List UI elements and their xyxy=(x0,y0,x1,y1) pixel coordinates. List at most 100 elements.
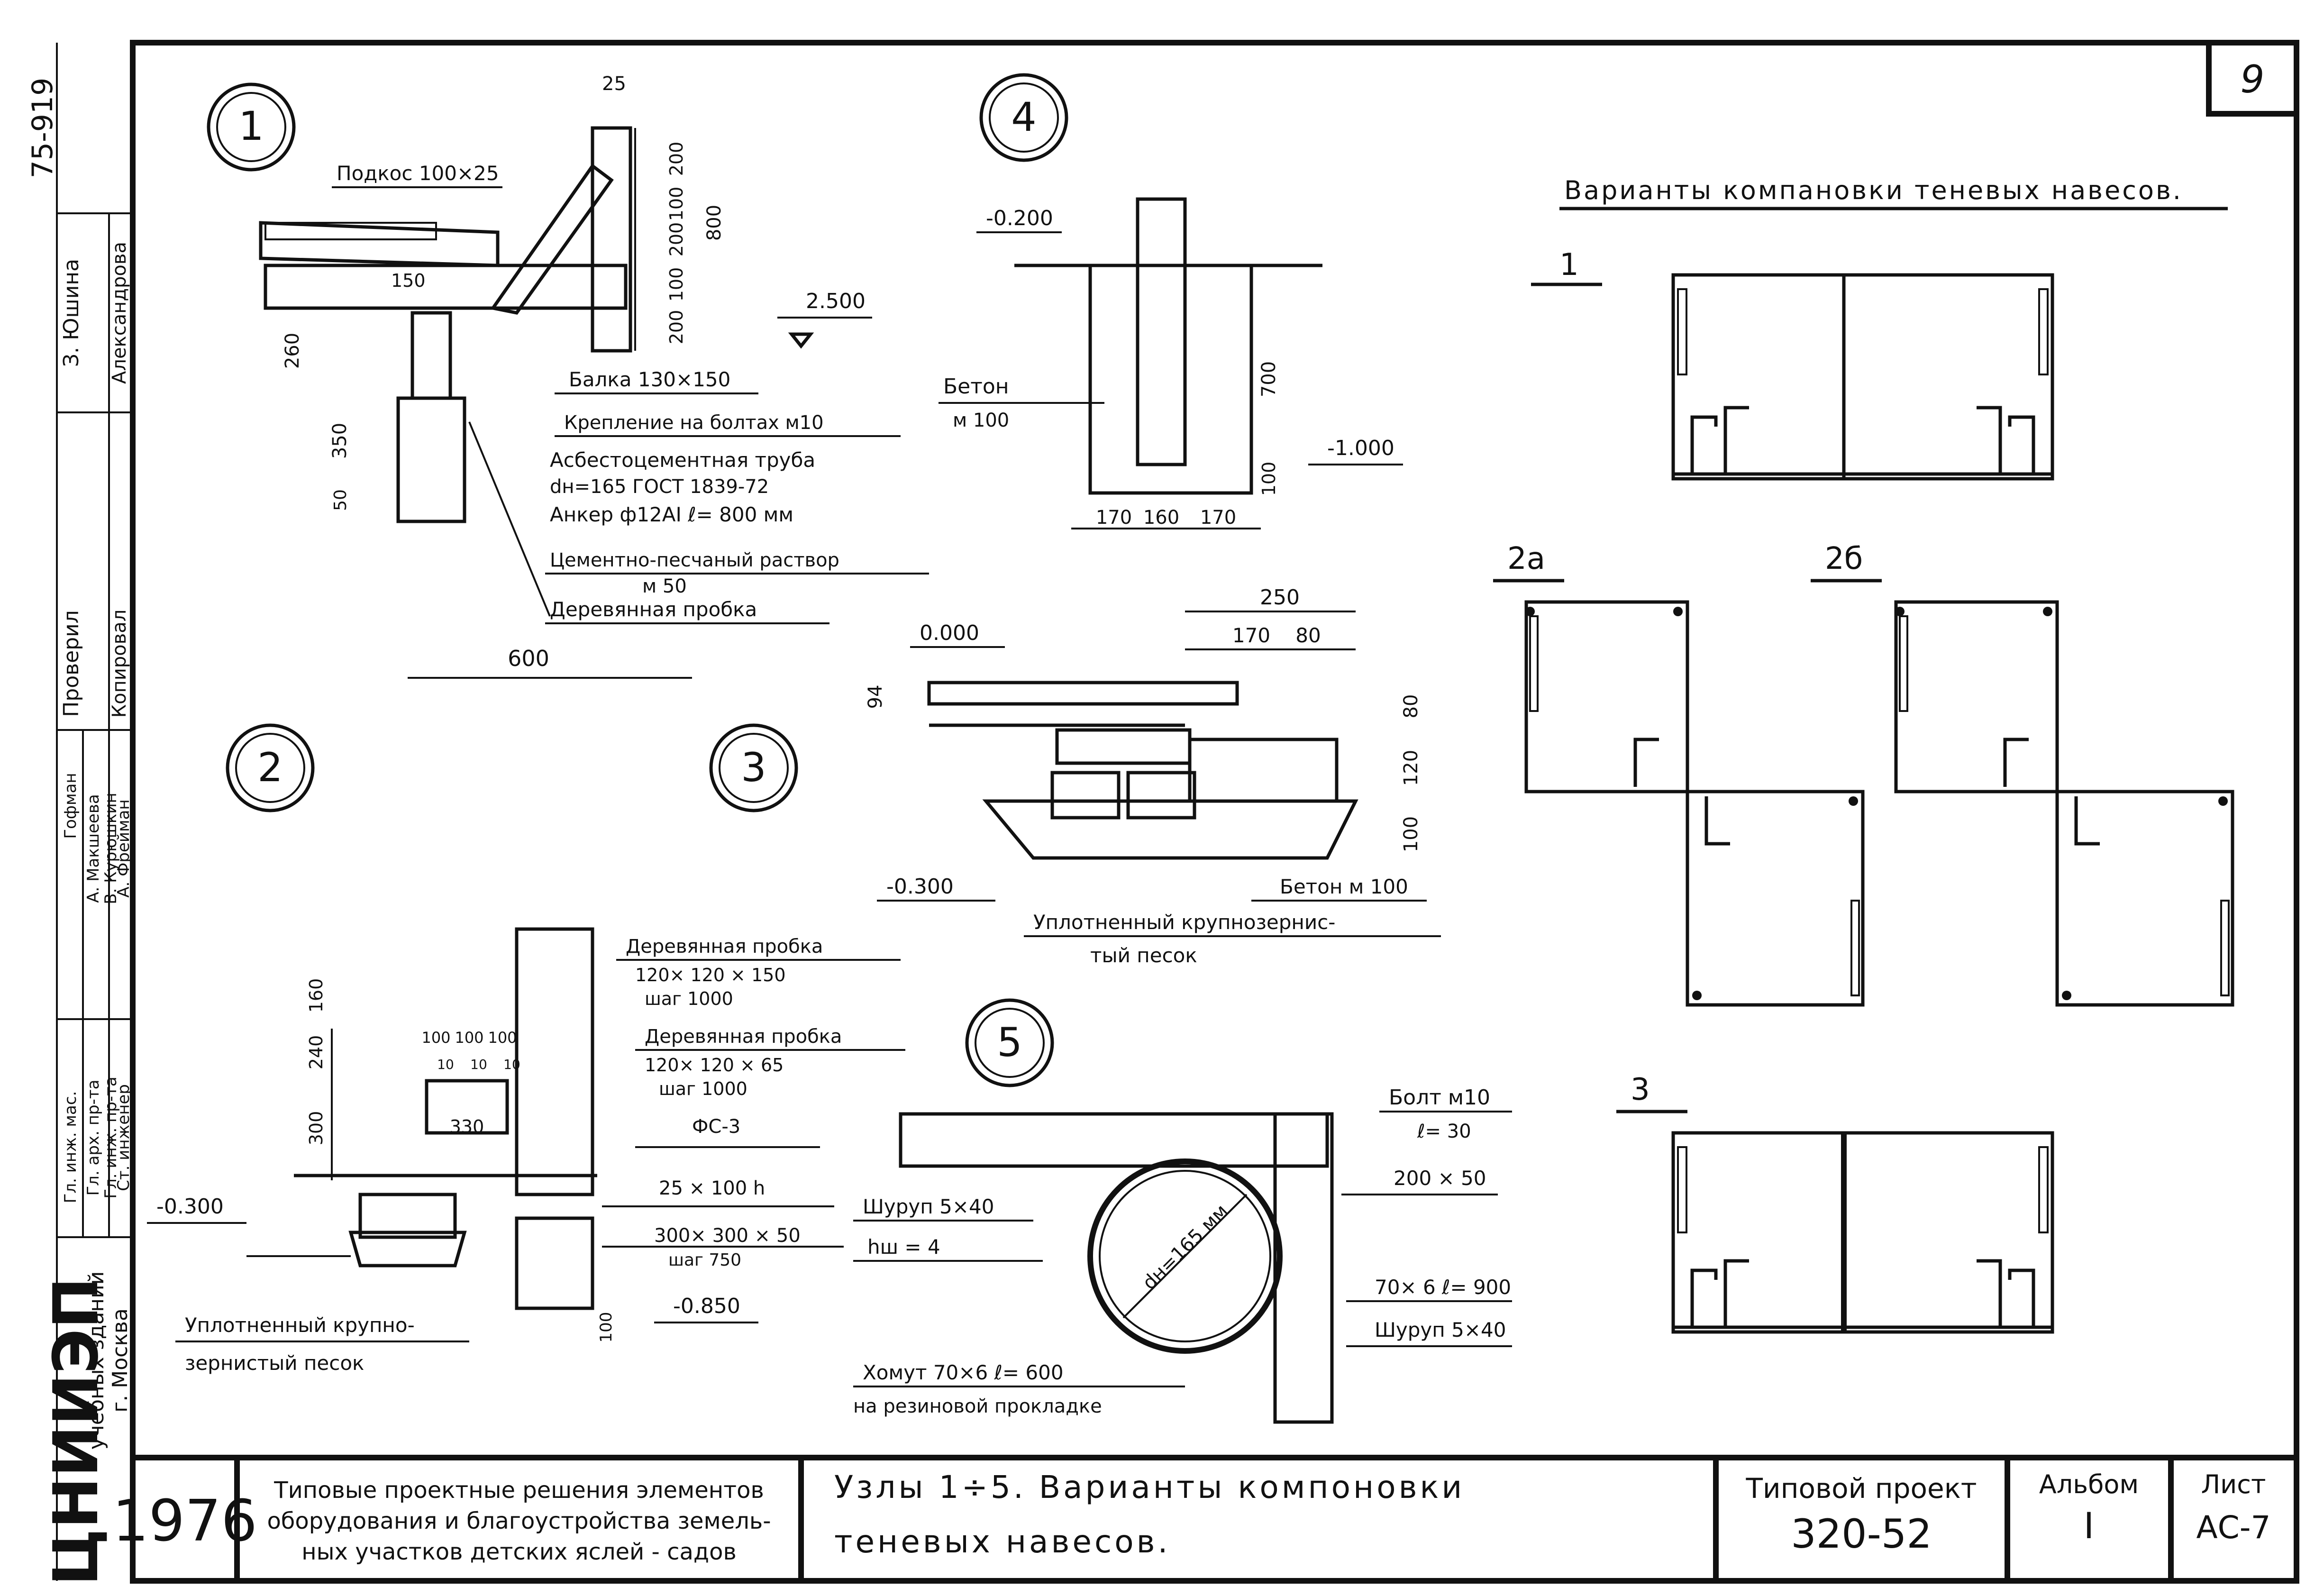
stamp-doc-number: 75-919 xyxy=(26,78,59,179)
project-number: 320-52 xyxy=(1791,1511,1932,1557)
svg-text:-0.850: -0.850 xyxy=(673,1294,740,1318)
stamp-name-checked: З. Юшина xyxy=(59,259,83,367)
svg-text:ФС-3: ФС-3 xyxy=(692,1116,740,1138)
svg-text:шаг 1000: шаг 1000 xyxy=(659,1078,747,1099)
svg-text:10: 10 xyxy=(437,1057,454,1072)
sheet-code: АС-7 xyxy=(2196,1509,2270,1546)
svg-text:Деревянная пробка: Деревянная пробка xyxy=(626,936,823,958)
svg-text:Бетон: Бетон xyxy=(943,374,1009,399)
stamp-role-3: Гл. инж. пр-та xyxy=(101,1076,120,1198)
drawing-title-line-1: Узлы 1÷5. Варианты компоновки xyxy=(834,1469,1465,1505)
svg-text:160: 160 xyxy=(306,978,327,1013)
svg-text:160: 160 xyxy=(1143,507,1179,529)
svg-text:2б: 2б xyxy=(1825,541,1863,576)
node-marker-1: 1 xyxy=(207,82,296,172)
svg-text:тый песок: тый песок xyxy=(1090,944,1197,967)
node-5-detail: dн=165 мм Болт м10 ℓ= 30 200 × 50 Шуруп … xyxy=(853,1085,1512,1424)
svg-text:120× 120 × 65: 120× 120 × 65 xyxy=(645,1055,784,1076)
description-line-3: ных участков детских яслей - садов xyxy=(301,1539,736,1565)
variant-2a-plan xyxy=(1524,600,1865,1007)
svg-text:dн=165 мм: dн=165 мм xyxy=(1139,1200,1232,1294)
svg-text:dн=165 ГОСТ 1839-72: dн=165 ГОСТ 1839-72 xyxy=(550,476,769,498)
svg-text:260: 260 xyxy=(282,333,303,369)
svg-text:Асбестоцементная труба: Асбестоцементная труба xyxy=(550,448,815,472)
album-value: I xyxy=(2084,1505,2094,1547)
svg-text:2.500: 2.500 xyxy=(806,289,866,313)
stamp-role-2: Гл. арх. пр-та xyxy=(84,1080,103,1196)
svg-text:200 × 50: 200 × 50 xyxy=(1394,1167,1486,1190)
svg-text:м 100: м 100 xyxy=(953,410,1009,431)
svg-text:80: 80 xyxy=(1400,694,1422,719)
stamp-name-4: А. Фрейман xyxy=(114,799,133,897)
node-4-detail: -0.200 -1.000 Бетон м 100 700 100 170 16… xyxy=(939,197,1403,529)
svg-text:50: 50 xyxy=(331,489,350,511)
stamp-institute-sub: учебных зданий xyxy=(84,1271,109,1450)
svg-text:700: 700 xyxy=(1258,361,1280,397)
svg-text:10: 10 xyxy=(503,1057,520,1072)
svg-text:100: 100 xyxy=(455,1029,483,1047)
svg-text:120: 120 xyxy=(1400,750,1422,786)
variant-1-plan xyxy=(1671,273,2054,481)
stamp-institute: ЦНИИЭП xyxy=(40,1277,112,1586)
svg-text:350: 350 xyxy=(329,423,351,459)
svg-text:200: 200 xyxy=(666,310,687,345)
svg-text:100: 100 xyxy=(666,267,687,302)
svg-text:2: 2 xyxy=(257,744,283,791)
svg-text:100: 100 xyxy=(1400,816,1422,852)
svg-text:Бетон м 100: Бетон м 100 xyxy=(1280,875,1408,898)
svg-text:на резиновой прокладке: на резиновой прокладке xyxy=(853,1395,1102,1417)
svg-text:600: 600 xyxy=(508,646,549,671)
svg-text:Подкос 100×25: Подкос 100×25 xyxy=(337,162,499,185)
album-label: Альбом xyxy=(2039,1469,2139,1499)
description-line-2: оборудования и благоустройства земель- xyxy=(267,1508,771,1534)
stamp-role-checked: Проверил xyxy=(59,610,83,717)
svg-text:300: 300 xyxy=(306,1111,327,1146)
svg-text:100: 100 xyxy=(421,1029,450,1047)
node-marker-4: 4 xyxy=(979,73,1068,162)
svg-text:-0.300: -0.300 xyxy=(156,1195,224,1219)
sheet-number-box xyxy=(2206,40,2299,117)
svg-text:Уплотненный крупно-: Уплотненный крупно- xyxy=(185,1313,415,1337)
drawing-title-line-2: теневых навесов. xyxy=(834,1523,1171,1560)
stamp-role-1: Гл. инж. мас. xyxy=(61,1091,80,1204)
svg-text:10: 10 xyxy=(470,1057,487,1072)
stamp-role-copied: Копировал xyxy=(109,610,130,718)
stamp-name-1: Гофман xyxy=(61,773,80,839)
svg-text:100: 100 xyxy=(666,187,687,221)
svg-text:170: 170 xyxy=(1232,624,1270,647)
variants-title: Варианты компановки теневых навесов. xyxy=(1564,175,2183,205)
svg-text:1: 1 xyxy=(238,103,264,149)
svg-text:Шуруп 5×40: Шуруп 5×40 xyxy=(863,1195,994,1218)
svg-text:Шуруп 5×40: Шуруп 5×40 xyxy=(1375,1318,1506,1341)
svg-text:шаг 1000: шаг 1000 xyxy=(645,988,733,1009)
project-label: Типовой проект xyxy=(1745,1472,1977,1505)
svg-text:Болт м10: Болт м10 xyxy=(1389,1085,1490,1110)
svg-text:1: 1 xyxy=(1559,247,1579,283)
svg-text:Крепление на болтах м10: Крепление на болтах м10 xyxy=(564,412,824,434)
year: 1976 xyxy=(112,1488,257,1554)
svg-text:зернистый песок: зернистый песок xyxy=(185,1351,364,1375)
svg-text:100: 100 xyxy=(1258,462,1279,496)
svg-text:170: 170 xyxy=(1200,507,1236,529)
variant-3-plan xyxy=(1671,1131,2054,1334)
node-2-detail: 160 240 300 100 100 100 10 10 10 330 100… xyxy=(147,927,905,1375)
svg-text:Уплотненный крупнозернис-: Уплотненный крупнозернис- xyxy=(1033,911,1335,934)
svg-text:-1.000: -1.000 xyxy=(1327,436,1394,460)
svg-text:150: 150 xyxy=(391,270,426,291)
node-1-detail: 25 200 100 200 100 200 800 150 260 350 5… xyxy=(259,73,929,679)
title-block: 1976 Типовые проектные решения элементов… xyxy=(112,1455,2297,1581)
svg-text:5: 5 xyxy=(997,1019,1022,1066)
svg-text:Хомут 70×6 ℓ= 600: Хомут 70×6 ℓ= 600 xyxy=(863,1361,1064,1384)
side-stamp: 75-919 Проверил З. Юшина Копировал Алекс… xyxy=(26,78,133,1586)
svg-text:25: 25 xyxy=(602,73,626,95)
svg-text:-0.200: -0.200 xyxy=(986,206,1053,230)
svg-text:330: 330 xyxy=(450,1116,484,1137)
svg-text:-0.300: -0.300 xyxy=(886,875,954,899)
svg-text:hш = 4: hш = 4 xyxy=(867,1235,940,1259)
svg-text:800: 800 xyxy=(703,205,725,241)
svg-text:Деревянная пробка: Деревянная пробка xyxy=(645,1026,842,1048)
node-marker-5: 5 xyxy=(965,998,1054,1087)
svg-text:3: 3 xyxy=(741,744,766,791)
svg-text:0.000: 0.000 xyxy=(920,621,979,645)
